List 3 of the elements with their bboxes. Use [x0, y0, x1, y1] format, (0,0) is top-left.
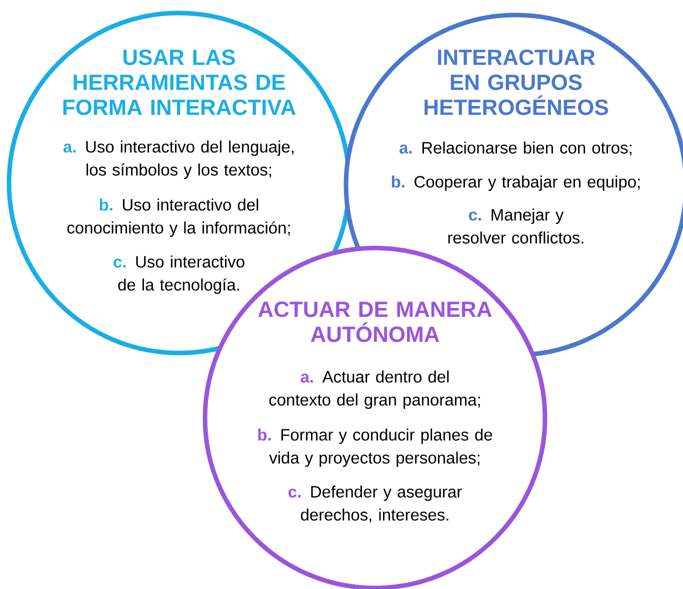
- heading: USAR LAS HERRAMIENTAS DE FORMA INTERACTIVA: [63, 50, 296, 116]
- list-item: b. Uso interactivo del conocimiento y la información;: [67, 198, 290, 237]
- list-item: a. Uso interactivo del lenguaje, los símbolos y los textos;: [63, 140, 294, 179]
